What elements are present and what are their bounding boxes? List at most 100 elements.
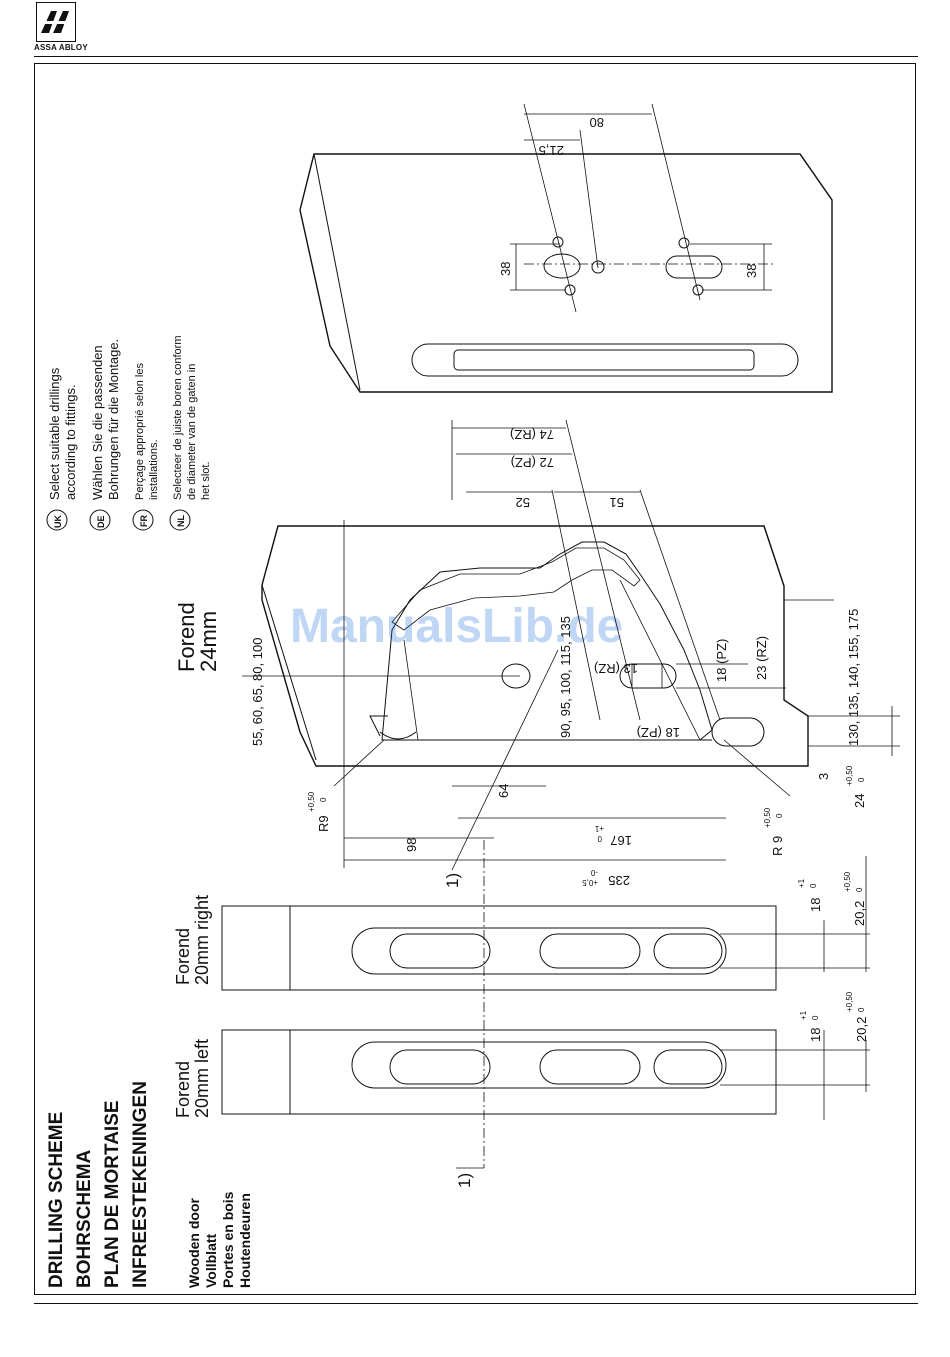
dim-38-a: 38 [498, 262, 513, 276]
dim-98: 98 [404, 838, 419, 852]
cylinder-hole-face [665, 255, 723, 279]
forend-right-dim-18: 18 [808, 898, 823, 912]
dim-74: 74 (RZ) [510, 427, 554, 442]
lang-code-nl: NL [176, 515, 186, 527]
dim-r9-right-tol-up: +0,50 [763, 807, 772, 828]
dim-r9-left: R9 [316, 815, 331, 832]
ref-1-top-leader [451, 649, 559, 871]
door-face-block: 80 21,5 38 38 [299, 103, 833, 393]
mortise-block-corner-tl [261, 525, 279, 586]
subtitle-line-3: Portes en bois [220, 1191, 236, 1288]
bottom-rule [34, 1303, 918, 1304]
lang-code-de: DE [96, 515, 106, 528]
dim-r9-right-leader [723, 739, 791, 797]
forend-right-dim-20: 20,2 [852, 901, 867, 926]
forend-left-tol-20-up: +0,50 [845, 991, 854, 1012]
forend-left-outline [221, 1029, 777, 1115]
handle-screw-hole-1 [552, 236, 564, 248]
subtitle-line-4: Houtendeuren [237, 1193, 253, 1288]
title-line-1: DRILLING SCHEME [46, 1112, 67, 1288]
ref-1-top: 1) [443, 873, 462, 888]
dim-51-right-ext [639, 489, 721, 721]
dim-backsets: 55, 60, 65, 80, 100 [250, 638, 265, 746]
effeff-logo [36, 2, 76, 42]
dim-51: 51 [610, 495, 624, 510]
dim-80-ext-left [523, 103, 577, 313]
forend-right-tol-20-up: +0,50 [843, 871, 852, 892]
note-fr-line-1: Perçage approprié selon les [134, 363, 146, 500]
mortise-left-radius [379, 731, 417, 740]
lang-badge-nl [169, 509, 191, 531]
handle-hole [543, 253, 581, 279]
dim-r9-right: R 9 [770, 836, 785, 856]
dim-52-right-ext [551, 489, 601, 721]
title-line-2: BOHRSCHEMA [74, 1149, 95, 1288]
forend-24-label-2: 24mm [196, 611, 221, 672]
dim-r9-left-tol-up: +0,50 [307, 791, 316, 812]
dim-235-tol-up: +0,5 [582, 878, 598, 887]
brand-name: ASSA ABLOY [34, 43, 88, 52]
mortise-dimensions: 55, 60, 65, 80, 100 98 64 167 +1 0 235 +… [242, 419, 900, 888]
subtitle-line-2: Vollblatt [203, 1233, 219, 1288]
forend-left-dim-20: 20,2 [854, 1017, 869, 1042]
mortise-pocket-outline [381, 541, 713, 741]
dim-r9-left-tol-low: 0 [319, 797, 328, 802]
note-uk-line-1: Select suitable drillings [47, 367, 62, 500]
forend-right-outline [221, 905, 777, 991]
dim-21-5: 21,5 [539, 143, 564, 158]
forend-right-tol-18-up: +1 [797, 878, 806, 888]
lang-badge-fr [132, 509, 154, 531]
language-notes: UK Select suitable drillings according t… [46, 336, 212, 531]
dim-74-right-ext [565, 419, 641, 721]
dim-24-tol-low: 0 [857, 777, 866, 782]
subtitle-line-1: Wooden door [186, 1198, 202, 1288]
mortise-block-corner-tr [763, 525, 785, 587]
cylinder-slot [619, 663, 677, 689]
dim-3: 3 [816, 773, 831, 780]
forend-left-slot-2 [539, 1049, 641, 1085]
title-line-3: PLAN DE MORTAISE [102, 1100, 123, 1288]
forend-right-slot-outer [351, 927, 727, 975]
forend-24-label-1: Forend [174, 602, 199, 672]
note-nl-line-1: Selecteer de juiste boren conform [172, 336, 184, 500]
dim-24-tol-up: +0,50 [845, 765, 854, 786]
page-frame [34, 63, 916, 1295]
forend-20mm-left: Forend 20mm left 18 +1 0 20,2 +0,50 0 [173, 991, 870, 1120]
door-block-corner [799, 153, 833, 201]
dim-167-tol-low: 0 [597, 834, 602, 843]
note-de-line-1: Wählen Sie die passenden [90, 345, 105, 500]
forend-left-tol-18-up: +1 [799, 1010, 808, 1020]
mortise-pocket-inner-left [403, 639, 419, 741]
forend-left-label-2: 20mm left [192, 1039, 212, 1118]
note-fr-line-2: installations. [148, 439, 160, 500]
dim-21-5-ext [579, 129, 599, 269]
dim-r9-left-leader [333, 739, 385, 787]
forend-left-label-1: Forend [173, 1061, 193, 1118]
forend-right-tol-18-low: 0 [809, 883, 818, 888]
dim-13: 13 (RZ) [594, 661, 638, 676]
lang-badge-de [89, 509, 111, 531]
dim-38-b: 38 [744, 264, 759, 278]
forend-left-slot-outer [351, 1041, 727, 1089]
dim-24: 24 [852, 794, 867, 808]
dim-72: 72 (PZ) [511, 455, 554, 470]
lang-badge-uk [46, 509, 68, 531]
ref-1-bottom: 1) [455, 1173, 474, 1188]
note-nl-line-2: de diameter van de gaten in [186, 364, 198, 500]
forend-left-slot-3 [653, 1049, 723, 1085]
door-block-forend-inner [453, 349, 755, 371]
watermark: ManualsLib.de [290, 600, 623, 653]
dim-23: 23 (RZ) [754, 636, 769, 680]
dim-167-tol-up: +1 [594, 824, 604, 833]
mortise-forend-slot [711, 717, 765, 747]
top-rule [34, 56, 918, 57]
mortise-block-left-face [261, 584, 317, 761]
lang-code-fr: FR [139, 515, 149, 527]
note-de-line-2: Bohrungen für die Montage. [106, 339, 121, 500]
mortise-pocket-inner-right [619, 579, 701, 741]
note-nl-line-3: het slot. [200, 461, 212, 500]
door-block-left-edge [313, 153, 361, 391]
mortise-pocket-hatch [391, 547, 641, 631]
forend-left-slot-1 [389, 1049, 491, 1085]
